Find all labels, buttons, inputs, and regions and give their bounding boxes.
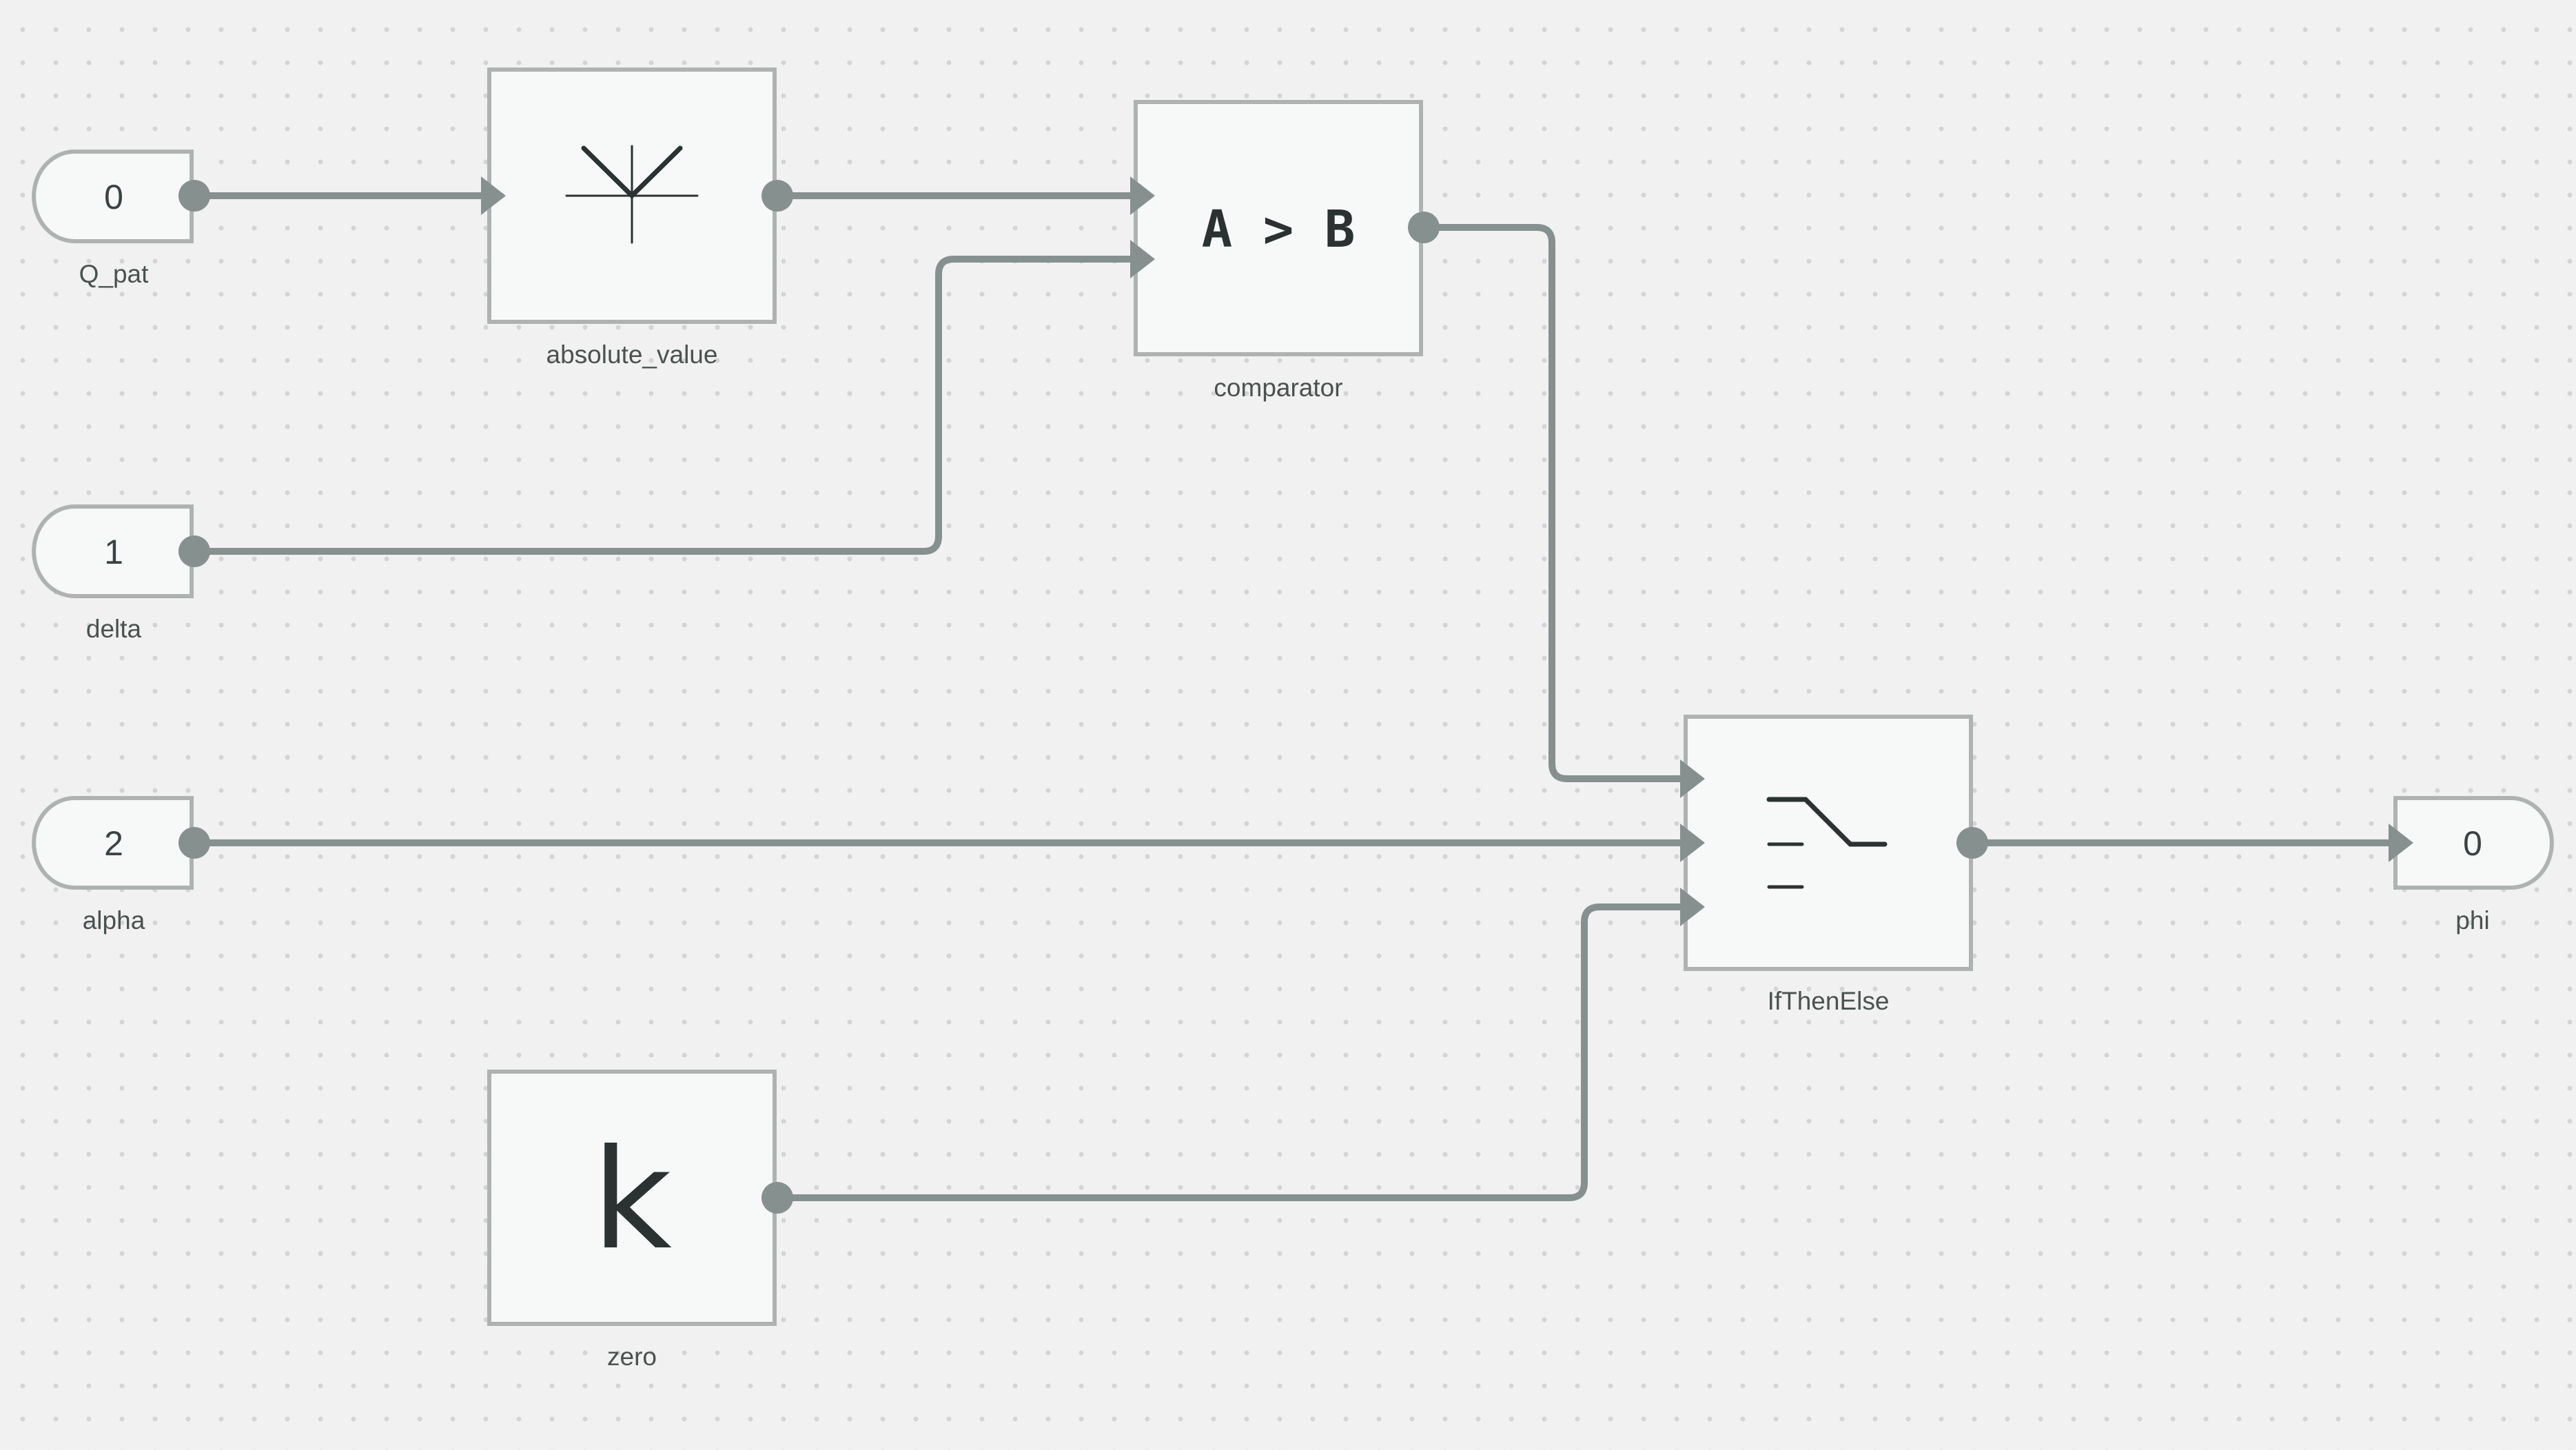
inport-alpha[interactable]: 2 alpha [32,796,210,935]
input-port[interactable] [2389,824,2413,862]
block-frame [487,1070,777,1326]
inport-shape [32,796,194,890]
inport-value: 1 [104,533,123,571]
block-label: zero [607,1342,657,1371]
connections [191,192,2402,1201]
comparator-symbol: A > B [1202,200,1356,259]
block-if-then-else[interactable]: IfThenElse [1680,715,1988,1015]
input-port-b[interactable] [1130,240,1155,278]
inport-delta[interactable]: 1 delta [32,504,210,643]
outport-value: 0 [2463,824,2482,863]
block-absolute-value[interactable]: absolute_value [481,68,793,369]
inport-q-pat[interactable]: 0 Q_pat [32,150,210,288]
block-frame [1134,100,1423,356]
input-port-false[interactable] [1680,888,1705,926]
inport-label: delta [86,615,142,643]
input-port-true[interactable] [1680,824,1705,862]
wire-delta-to-comparator[interactable] [191,256,1141,555]
inport-label: alpha [83,906,145,935]
outport-phi[interactable]: 0 phi [2389,796,2554,935]
input-port-a[interactable] [1130,176,1155,215]
output-port[interactable] [178,827,210,859]
outport-label: phi [2455,906,2489,935]
block-label: absolute_value [546,340,718,369]
output-port[interactable] [1408,212,1440,243]
input-port[interactable] [481,176,506,215]
output-port[interactable] [178,535,210,567]
inport-shape [32,504,194,598]
wire-zero-to-ifthenelse[interactable] [774,903,1690,1201]
inport-label: Q_pat [79,260,150,288]
wire-comparator-to-ifthenelse[interactable] [1420,224,1690,782]
inport-value: 0 [104,178,123,216]
block-label: comparator [1214,374,1342,402]
constant-symbol: k [592,1120,672,1280]
block-label: IfThenElse [1768,987,1890,1015]
output-port[interactable] [1956,827,1988,859]
block-comparator[interactable]: A > B comparator [1130,100,1440,402]
outport-shape [2393,796,2554,890]
inport-value: 2 [104,824,123,863]
inport-shape [32,150,194,243]
absolute-value-icon [565,145,699,244]
output-port[interactable] [761,1182,793,1214]
output-port[interactable] [178,180,210,212]
switch-icon [1766,797,1888,889]
block-zero[interactable]: k zero [487,1070,793,1371]
input-port-condition[interactable] [1680,759,1705,798]
block-frame [1684,715,1973,971]
output-port[interactable] [761,180,793,212]
